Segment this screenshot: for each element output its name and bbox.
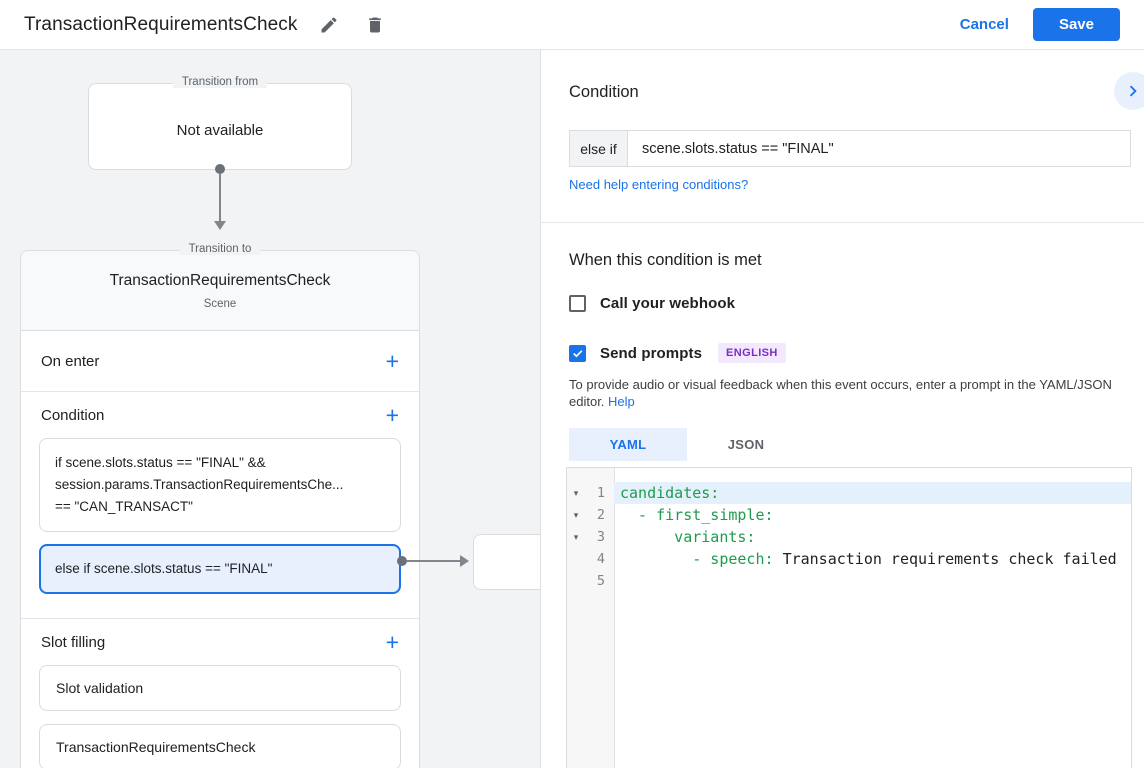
scene-node-header: TransactionRequirementsCheck Scene — [21, 251, 419, 331]
check-icon — [573, 349, 583, 357]
connector-line — [219, 173, 221, 221]
editor-line[interactable]: ▾ 1 candidates: — [567, 482, 1131, 504]
panel-title: Condition — [569, 83, 639, 101]
condition-item[interactable]: if scene.slots.status == "FINAL" && sess… — [39, 438, 401, 532]
slot-item[interactable]: TransactionRequirementsCheck — [39, 724, 401, 768]
line-number: 3 — [596, 529, 605, 545]
editor-lines: ▾ 1 candidates: ▾ 2 - first_simple: ▾ 3 varian… — [567, 482, 1131, 592]
condition-item-line: else if scene.slots.status == "FINAL" — [55, 561, 273, 576]
editor-line[interactable]: 4 - speech: Transaction requirements che… — [567, 548, 1131, 570]
tab-yaml[interactable]: YAML — [569, 428, 687, 461]
condition-help-link[interactable]: Need help entering conditions? — [569, 177, 749, 192]
condition-item-line: if scene.slots.status == "FINAL" && — [55, 455, 266, 470]
code-token: candidates: — [620, 484, 720, 502]
condition-prefix: else if — [570, 131, 628, 166]
editor-line[interactable]: ▾ 3 variants: — [567, 526, 1131, 548]
slot-filling-section: Slot filling + Slot validation Transacti… — [21, 618, 419, 768]
send-prompts-row[interactable]: Send prompts ENGLISH — [569, 343, 786, 363]
fold-arrow-icon[interactable]: ▾ — [573, 487, 579, 498]
add-slot-button[interactable]: + — [385, 628, 399, 655]
when-met-title: When this condition is met — [569, 251, 762, 269]
flow-canvas[interactable]: Transition from Not available Transition… — [0, 50, 540, 768]
condition-panel: Condition else if Need help entering con… — [540, 50, 1144, 768]
transition-from-label: Transition from — [172, 76, 268, 88]
language-badge: ENGLISH — [718, 343, 786, 363]
condition-expression-input[interactable] — [628, 131, 1130, 166]
slot-filling-header: Slot filling + — [39, 619, 401, 665]
call-webhook-row[interactable]: Call your webhook — [569, 295, 735, 312]
condition-section: Condition + if scene.slots.status == "FI… — [21, 391, 419, 618]
panel-divider — [541, 222, 1144, 223]
editor-line[interactable]: 5 — [567, 570, 1131, 592]
fold-arrow-icon[interactable]: ▾ — [573, 509, 579, 520]
edit-scene-button[interactable] — [314, 10, 344, 40]
delete-scene-button[interactable] — [360, 10, 390, 40]
webhook-label: Call your webhook — [600, 295, 736, 312]
slot-item[interactable]: Slot validation — [39, 665, 401, 711]
condition-item-line: session.params.TransactionRequirementsCh… — [55, 477, 344, 492]
condition-label: Condition — [41, 406, 105, 424]
add-condition-button[interactable]: + — [385, 401, 399, 428]
prompt-description: To provide audio or visual feedback when… — [569, 376, 1144, 410]
line-number: 1 — [596, 485, 605, 501]
editor-line[interactable]: ▾ 2 - first_simple: — [567, 504, 1131, 526]
arrow-right-icon — [460, 555, 469, 567]
condition-section-header: Condition + — [39, 392, 401, 438]
editor-tabs: YAML JSON — [569, 428, 805, 461]
code-line[interactable]: candidates: — [614, 482, 1131, 504]
fold-arrow-icon[interactable]: ▾ — [573, 531, 579, 542]
trash-icon — [368, 17, 381, 32]
title-group: TransactionRequirementsCheck — [24, 10, 390, 40]
cancel-button[interactable]: Cancel — [959, 16, 1009, 33]
connector-line — [407, 560, 460, 562]
slot-item-label: Slot validation — [56, 680, 144, 696]
main-area: Transition from Not available Transition… — [0, 50, 1144, 768]
send-prompts-label: Send prompts — [600, 344, 703, 362]
transition-to-label: Transition to — [179, 243, 261, 255]
prompt-description-text: To provide audio or visual feedback when… — [569, 377, 1112, 409]
slot-filling-label: Slot filling — [41, 633, 106, 651]
collapse-panel-button[interactable] — [1114, 72, 1144, 110]
pencil-icon — [321, 16, 337, 32]
chevron-right-icon — [1129, 85, 1137, 97]
condition-item-selected[interactable]: else if scene.slots.status == "FINAL" — [39, 544, 401, 594]
condition-input-row: else if — [569, 130, 1131, 167]
on-enter-section: On enter + — [21, 331, 419, 391]
arrow-down-icon — [214, 221, 226, 230]
send-prompts-checkbox[interactable] — [569, 344, 586, 362]
header-actions: Cancel Save — [960, 8, 1120, 41]
help-link[interactable]: Help — [608, 394, 635, 409]
on-enter-label: On enter — [41, 352, 100, 370]
connector-dot — [215, 164, 225, 174]
line-number: 4 — [596, 551, 605, 567]
slot-item-label: TransactionRequirementsCheck — [56, 739, 256, 755]
condition-item-line: == "CAN_TRANSACT" — [55, 499, 193, 514]
scene-node-subtitle: Scene — [203, 298, 237, 310]
scene-node[interactable]: Transition to TransactionRequirementsChe… — [20, 243, 420, 768]
code-line[interactable]: - first_simple: — [614, 504, 1131, 526]
scene-node-title: TransactionRequirementsCheck — [109, 272, 331, 289]
transition-target-node[interactable] — [473, 534, 540, 590]
transition-from-value: Not available — [176, 122, 264, 139]
code-token: variants: — [620, 528, 756, 546]
add-on-enter-button[interactable]: + — [385, 347, 399, 374]
code-token: Transaction requirements check failed — [782, 550, 1117, 568]
code-token: - first_simple: — [620, 506, 774, 524]
tab-json[interactable]: JSON — [687, 428, 805, 461]
transition-from-node[interactable]: Transition from Not available — [88, 76, 352, 170]
editor-gutter — [567, 468, 615, 768]
connector-dot — [397, 556, 407, 566]
page-title: TransactionRequirementsCheck — [24, 13, 298, 35]
code-editor[interactable]: ▾ 1 candidates: ▾ 2 - first_simple: ▾ 3 varian… — [566, 467, 1132, 768]
code-token: - speech: — [620, 550, 783, 568]
line-number: 2 — [596, 507, 605, 523]
line-number: 5 — [596, 573, 605, 589]
webhook-checkbox[interactable] — [569, 295, 586, 312]
code-line[interactable] — [614, 570, 1131, 592]
top-bar: TransactionRequirementsCheck Cancel Save — [0, 0, 1144, 50]
code-line[interactable]: - speech: Transaction requirements check… — [614, 548, 1131, 570]
code-line[interactable]: variants: — [614, 526, 1131, 548]
save-button[interactable]: Save — [1032, 8, 1120, 41]
